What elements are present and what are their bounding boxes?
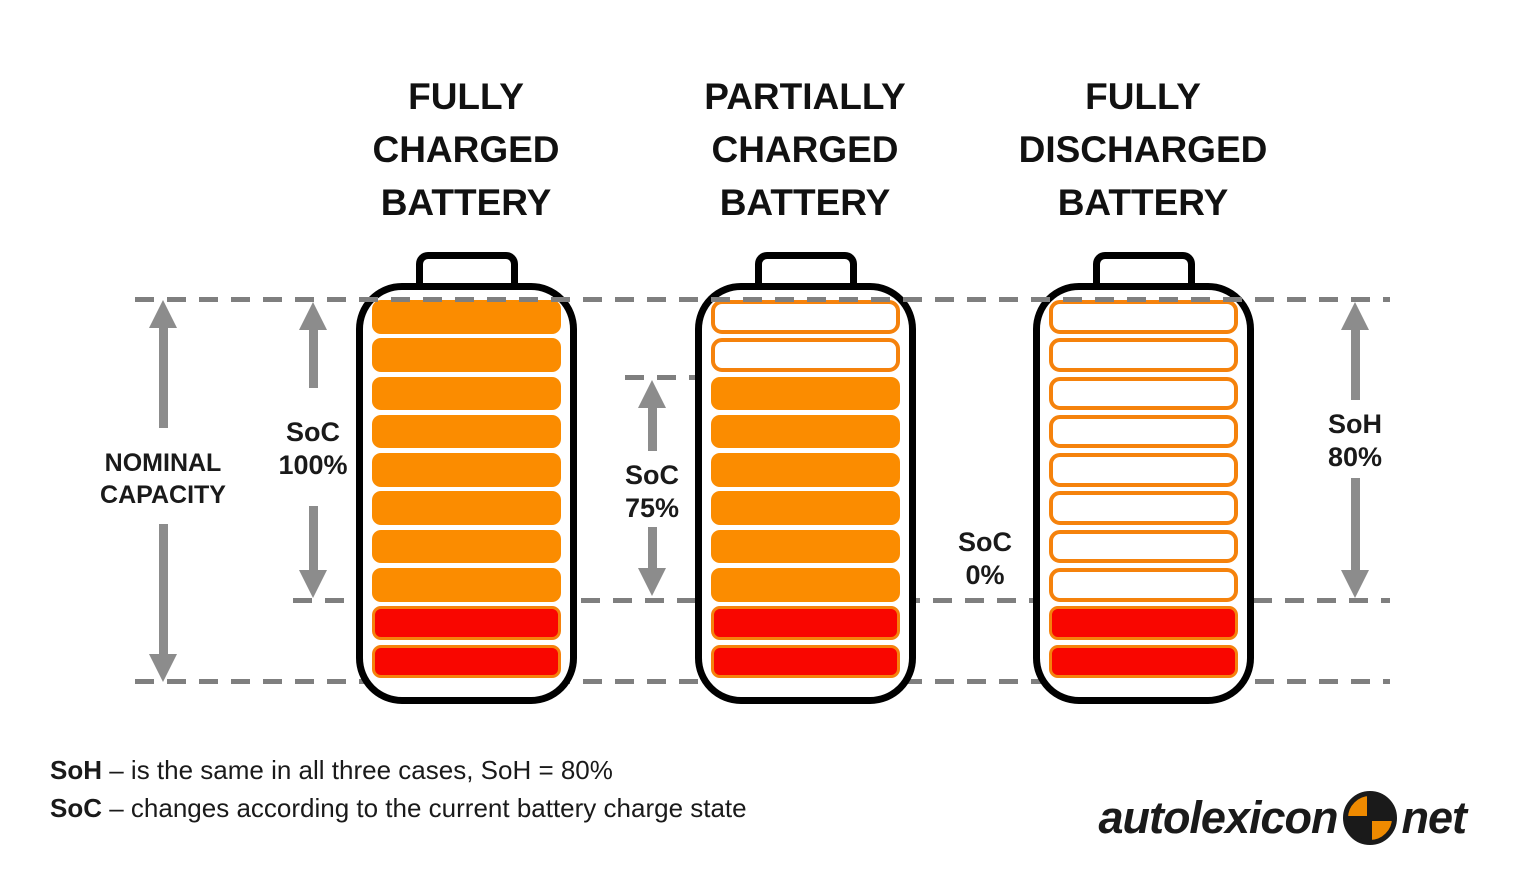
battery-cell-orange <box>711 529 900 564</box>
battery-body <box>1033 283 1254 704</box>
battery-cell-empty <box>1049 453 1238 487</box>
title-fully-discharged: FULLY DISCHARGED BATTERY <box>1018 76 1268 223</box>
note-soh-text: – is the same in all three cases, SoH = … <box>109 755 613 785</box>
title-fully-charged: FULLY CHARGED BATTERY <box>372 76 560 223</box>
battery-fully-discharged <box>1033 252 1254 712</box>
battery-cell-orange <box>372 529 561 564</box>
battery-cell-orange <box>711 453 900 487</box>
battery-cell-empty <box>1049 414 1238 449</box>
nominal-capacity-arrow-down-icon <box>149 524 177 682</box>
soc-100-label: SoC 100% <box>278 417 348 480</box>
battery-cell-empty <box>1049 529 1238 564</box>
battery-cell-orange <box>711 376 900 411</box>
battery-cell-empty <box>1049 300 1238 334</box>
battery-cells <box>1049 300 1238 679</box>
battery-cell-orange <box>372 300 561 334</box>
battery-cell-empty <box>1049 491 1238 525</box>
battery-cell-empty <box>1049 338 1238 372</box>
dashed-line-soc-75-percent <box>625 375 697 380</box>
soh-80-label: SoH 80% <box>1327 409 1383 472</box>
battery-cell-orange <box>372 338 561 372</box>
battery-cell-orange <box>372 491 561 525</box>
battery-cells <box>372 300 561 679</box>
battery-cell-red <box>372 644 561 679</box>
note-soh-term: SoH <box>50 755 102 785</box>
soh-80-arrow-up-icon <box>1341 302 1369 400</box>
battery-cell-orange <box>372 414 561 449</box>
note-soh: SoH – is the same in all three cases, So… <box>50 751 747 789</box>
note-soc: SoC – changes according to the current b… <box>50 789 747 827</box>
battery-cells <box>711 300 900 679</box>
note-soc-text: – changes according to the current batte… <box>109 793 747 823</box>
battery-cell-orange <box>711 568 900 602</box>
battery-cell-orange <box>711 491 900 525</box>
soh-80-arrow-down-icon <box>1341 478 1369 598</box>
battery-cell-orange <box>711 414 900 449</box>
battery-body <box>356 283 577 704</box>
battery-cell-red <box>372 606 561 640</box>
battery-cell-red <box>711 606 900 640</box>
battery-cell-red <box>1049 644 1238 679</box>
registration-target-icon <box>1342 791 1397 845</box>
logo-text-left: autolexicon <box>1098 792 1338 843</box>
soc-0-label: SoC 0% <box>958 527 1012 590</box>
logo-text-right: net <box>1401 792 1467 843</box>
note-soc-term: SoC <box>50 793 102 823</box>
battery-cell-empty <box>711 300 900 334</box>
soc-100-arrow-down-icon <box>299 506 327 598</box>
battery-cell-empty <box>1049 568 1238 602</box>
nominal-capacity-arrow-up-icon <box>149 300 177 428</box>
battery-partially-charged <box>695 252 916 712</box>
dashed-line-nominal-top <box>135 297 1390 302</box>
soc-100-arrow-up-icon <box>299 302 327 388</box>
soc-75-arrow-up-icon <box>638 380 666 451</box>
battery-cell-orange <box>372 376 561 411</box>
battery-body <box>695 283 916 704</box>
legend-notes: SoH – is the same in all three cases, So… <box>50 751 747 827</box>
battery-cell-red <box>1049 606 1238 640</box>
title-partially-charged: PARTIALLY CHARGED BATTERY <box>704 76 906 223</box>
battery-fully-charged <box>356 252 577 712</box>
nominal-capacity-label: NOMINAL CAPACITY <box>100 449 226 509</box>
battery-cell-empty <box>1049 376 1238 411</box>
battery-cell-empty <box>711 338 900 372</box>
logo-autolexicon: autolexicon net <box>1098 789 1467 847</box>
soc-75-arrow-down-icon <box>638 527 666 596</box>
battery-cell-orange <box>372 453 561 487</box>
battery-cell-red <box>711 644 900 679</box>
soc-75-label: SoC 75% <box>624 460 680 523</box>
battery-cell-orange <box>372 568 561 602</box>
